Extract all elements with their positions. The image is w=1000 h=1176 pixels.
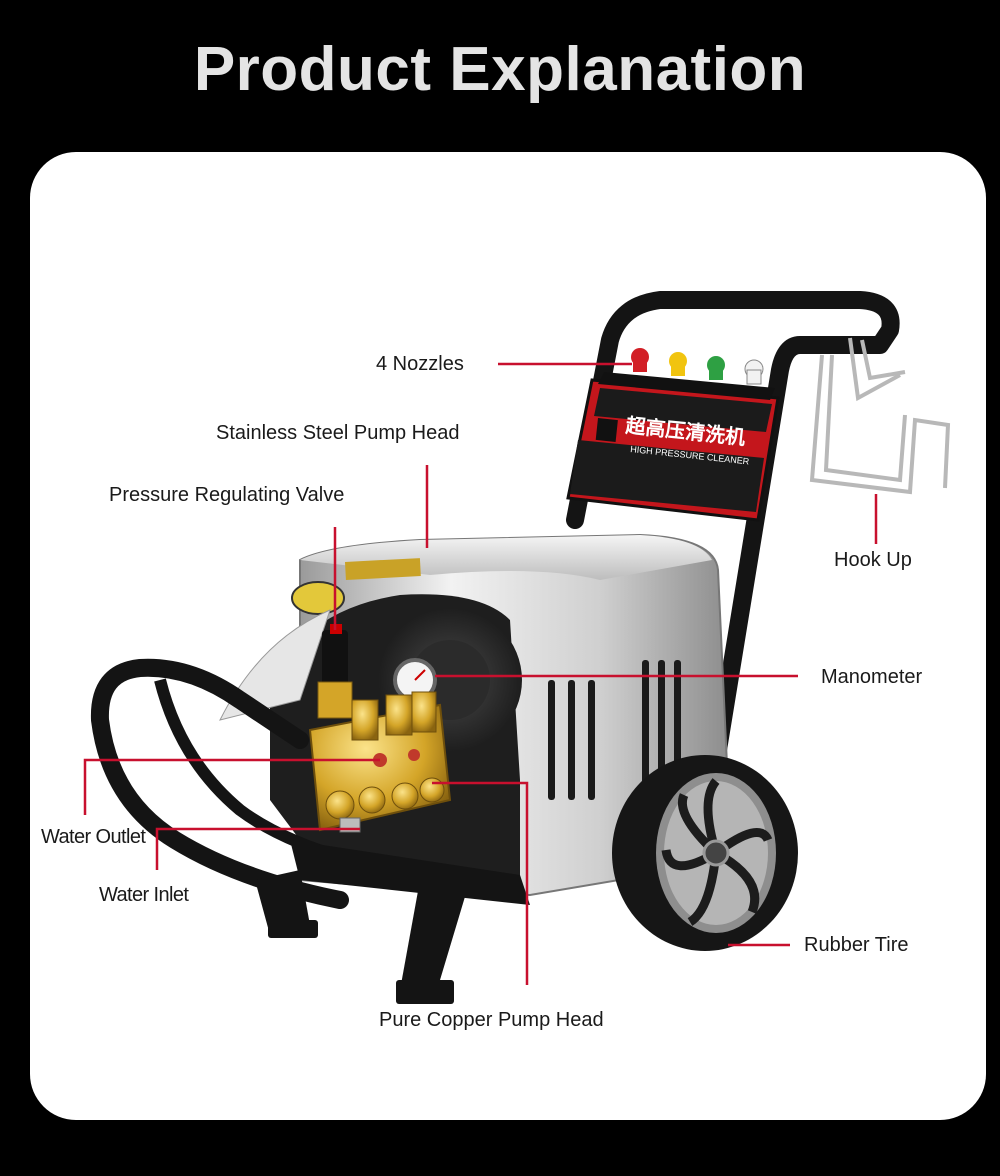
- rubber-tire: [612, 755, 798, 951]
- label-pressure-regulating-valve: Pressure Regulating Valve: [109, 484, 345, 506]
- control-panel: 超高压清洗机 HIGH PRESSURE CLEANER: [566, 378, 780, 522]
- label-pure-copper-pump-head: Pure Copper Pump Head: [379, 1009, 604, 1031]
- label-rubber-tire: Rubber Tire: [804, 934, 909, 956]
- nozzles: [598, 348, 775, 400]
- callout-water-inlet: [155, 827, 360, 870]
- pressure-valve: [317, 624, 353, 719]
- label-hook-up: Hook Up: [834, 549, 912, 571]
- page-title: Product Explanation: [193, 35, 807, 104]
- label-water-outlet: Water Outlet: [41, 826, 146, 848]
- callout-lines: [83, 362, 878, 985]
- hook-icon: [809, 337, 951, 495]
- label-manometer: Manometer: [821, 666, 923, 688]
- label-4-nozzles: 4 Nozzles: [376, 353, 464, 375]
- label-water-inlet: Water Inlet: [99, 884, 189, 906]
- label-stainless-steel-pump-head: Stainless Steel Pump Head: [216, 422, 460, 444]
- callout-water-outlet: [83, 758, 380, 815]
- handle-frame: [566, 291, 900, 869]
- callout-copper-pump: [432, 781, 529, 985]
- copper-pump-head: [308, 691, 452, 833]
- base-frame: [255, 840, 530, 1004]
